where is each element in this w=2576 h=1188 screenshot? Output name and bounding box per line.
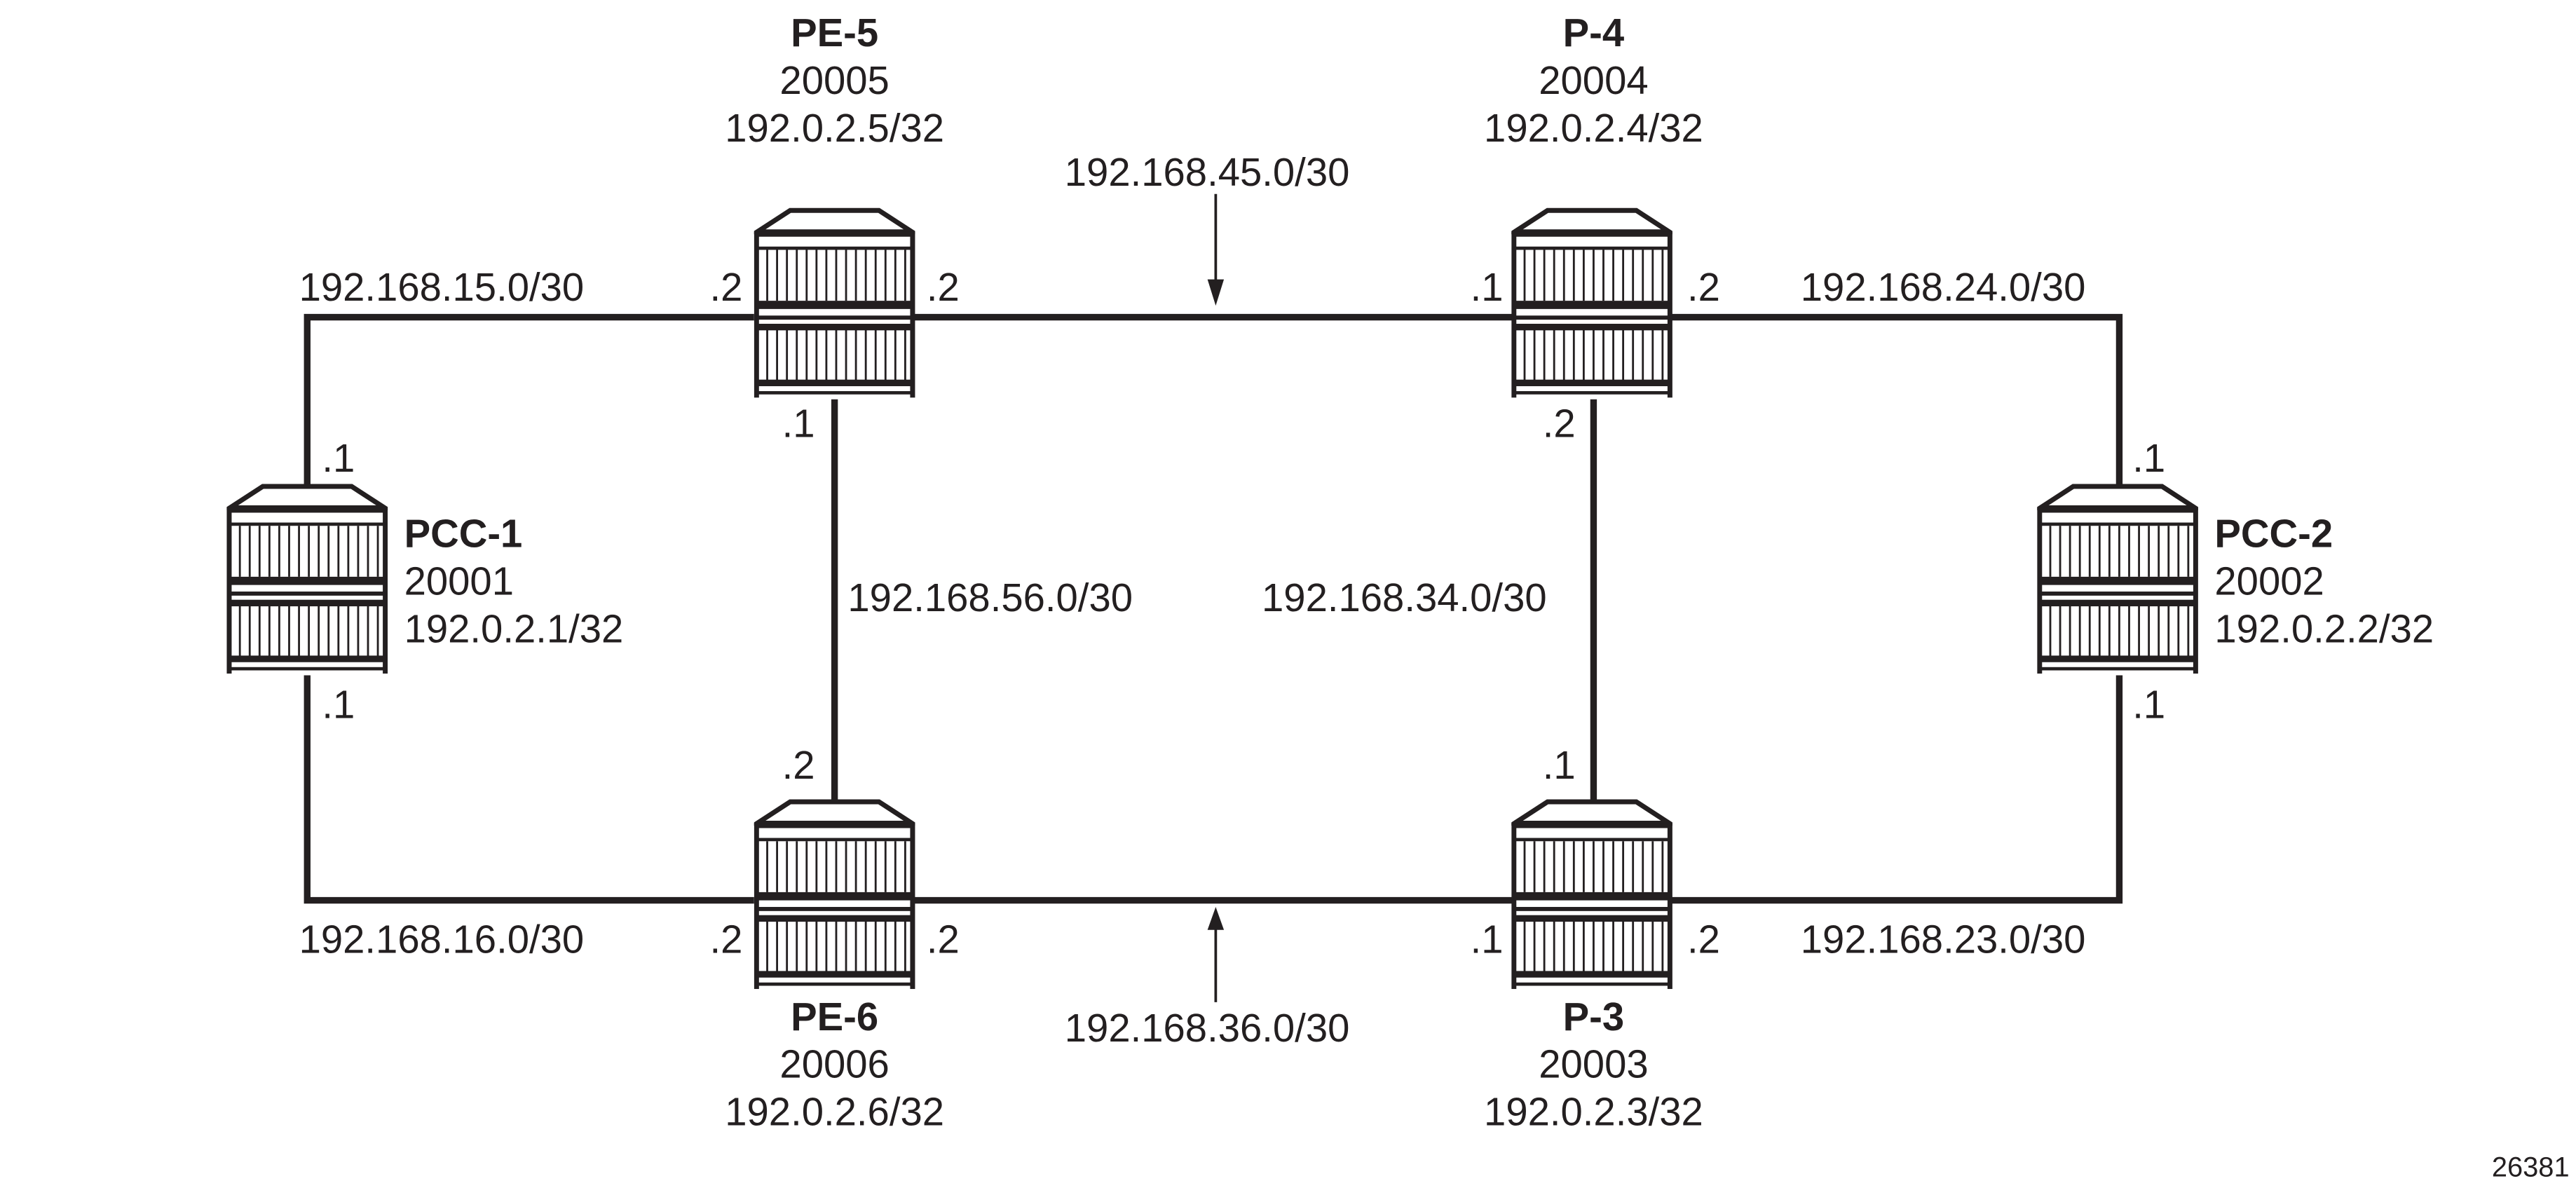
router-icon-p3 (1514, 802, 1670, 989)
node-label-p4: P-4 20004 192.0.2.4/32 (1484, 11, 1703, 150)
interface-label: .1 (322, 436, 355, 480)
interface-label: .1 (2132, 682, 2165, 726)
subnet-label: 192.168.36.0/30 (1065, 1006, 1350, 1050)
node-name: PE-5 (791, 11, 878, 55)
node-label-p3: P-3 20003 192.0.2.3/32 (1484, 995, 1703, 1134)
link-pcc1-pe6 (304, 675, 754, 904)
link-p4-pcc2 (1670, 313, 2123, 485)
node-name: PCC-2 (2214, 512, 2333, 556)
interface-label: .1 (1471, 917, 1504, 962)
subnet-label: 192.168.45.0/30 (1065, 150, 1350, 194)
router-icon-pe5 (756, 210, 913, 397)
node-sid: 20006 (779, 1042, 889, 1086)
subnet-label: 192.168.16.0/30 (299, 917, 585, 962)
node-loopback: 192.0.2.5/32 (725, 106, 944, 150)
node-loopback: 192.0.2.2/32 (2214, 607, 2434, 651)
arrow-up-icon (1207, 906, 1225, 1002)
router-icon-pe6 (756, 802, 913, 989)
interface-label: .2 (927, 917, 960, 962)
node-loopback: 192.0.2.3/32 (1484, 1090, 1703, 1134)
subnet-label: 192.168.56.0/30 (847, 575, 1133, 620)
interface-label: .2 (710, 265, 743, 309)
interface-label: .2 (1543, 402, 1576, 446)
interface-label: .2 (710, 917, 743, 962)
node-name: PE-6 (791, 995, 878, 1039)
node-sid: 20004 (1539, 58, 1648, 102)
interface-label: .1 (1543, 743, 1576, 787)
figure-id: 26381 (2492, 1152, 2570, 1182)
arrow-down-icon (1207, 193, 1225, 306)
node-label-pe6: PE-6 20006 192.0.2.6/32 (725, 995, 944, 1134)
node-sid: 20005 (779, 58, 889, 102)
node-loopback: 192.0.2.1/32 (404, 607, 624, 651)
node-label-pcc2: PCC-2 20002 192.0.2.2/32 (2214, 512, 2434, 651)
router-icon-p4 (1514, 210, 1670, 397)
node-name: P-4 (1563, 11, 1625, 55)
interface-label: .2 (1687, 917, 1720, 962)
node-name: PCC-1 (404, 512, 523, 556)
node-sid: 20001 (404, 559, 514, 603)
interface-label: .2 (782, 743, 815, 787)
node-sid: 20003 (1539, 1042, 1648, 1086)
node-loopback: 192.0.2.4/32 (1484, 106, 1703, 150)
node-name: P-3 (1563, 995, 1625, 1039)
link-pcc1-pe5 (304, 313, 754, 485)
interface-label: .1 (782, 402, 815, 446)
subnet-label: 192.168.23.0/30 (1801, 917, 2086, 962)
interface-label: .2 (1687, 265, 1720, 309)
subnet-label: 192.168.34.0/30 (1262, 575, 1547, 620)
node-loopback: 192.0.2.6/32 (725, 1090, 944, 1134)
interface-label: .1 (1471, 265, 1504, 309)
subnet-label: 192.168.24.0/30 (1801, 265, 2086, 309)
link-p3-pcc2 (1670, 675, 2123, 904)
router-icon-pcc1 (229, 486, 386, 674)
interface-label: .2 (927, 265, 960, 309)
node-label-pcc1: PCC-1 20001 192.0.2.1/32 (404, 512, 624, 651)
node-sid: 20002 (2214, 559, 2324, 603)
node-label-pe5: PE-5 20005 192.0.2.5/32 (725, 11, 944, 150)
router-icon-pcc2 (2040, 486, 2196, 674)
subnet-label: 192.168.15.0/30 (299, 265, 585, 309)
interface-label: .1 (322, 682, 355, 726)
interface-label: .1 (2132, 436, 2165, 480)
